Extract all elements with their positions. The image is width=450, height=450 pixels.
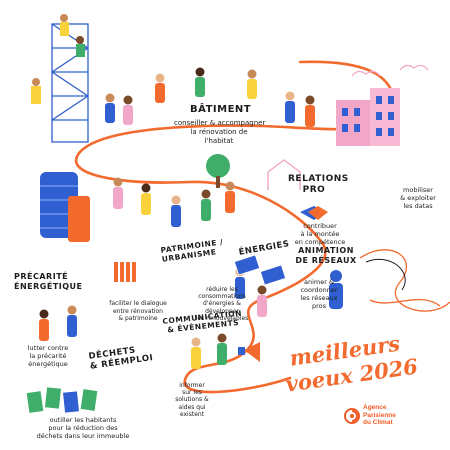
reseaux-desc-line: pros	[311, 302, 327, 310]
radiator	[114, 262, 136, 282]
brand-name-line: du Climat	[363, 419, 393, 426]
relations-desc-line: en compétence	[294, 238, 346, 246]
people-figures	[39, 67, 343, 369]
batiment-desc-line: la rénovation de	[190, 128, 248, 136]
reseaux-description: animer & coordonner les réseaux pros	[296, 278, 342, 310]
dechets-description: outiller les habitants pour la réduction…	[28, 416, 138, 440]
mobiliser-description: mobiliser & exploiter les datas	[392, 186, 444, 210]
precarite-desc-line: lutter contre	[27, 344, 69, 352]
mobiliser-desc-line: les datas	[403, 202, 433, 210]
megaphone-icon	[238, 342, 260, 362]
communication-desc-line: sur les	[182, 389, 202, 397]
relations-title-line: PRO	[302, 185, 326, 195]
relations-desc-line: à la montée	[300, 230, 340, 238]
relations-title-line: RELATIONS	[288, 174, 349, 184]
solar-panels	[233, 254, 287, 286]
energies-desc-line: les renouvelables	[195, 314, 249, 322]
patrimoine-desc-line: entre rénovation	[112, 307, 163, 315]
batiment-description: conseiller & accompagner la rénovation d…	[174, 119, 266, 146]
recycling-bins	[26, 387, 98, 413]
relations-pro-description: contribuer à la montée en compétence	[292, 222, 348, 246]
energies-description: réduire les consommations d'énergies & d…	[192, 286, 252, 322]
batiment-desc-line: conseiller & accompagner	[174, 119, 266, 127]
communication-description: informer sur les solutions & aides qui e…	[172, 382, 212, 418]
dechets-desc-line: déchets dans leur immeuble	[36, 432, 130, 440]
dechets-desc-line: outiller les habitants	[49, 416, 117, 424]
pink-building	[336, 88, 400, 146]
brand-name-line: Parisienne	[363, 411, 396, 419]
brand-name: Agence Parisienne du Climat	[363, 404, 396, 427]
patrimoine-description: faciliter le dialogue entre rénovation &…	[104, 300, 172, 323]
relations-pro-title: RELATIONS PRO	[288, 174, 349, 196]
reseaux-desc-line: les réseaux	[300, 294, 338, 302]
precarite-description: lutter contre la précarité énergétique	[18, 344, 78, 368]
communication-desc-line: existent	[179, 410, 205, 418]
energies-desc-line: consommations	[198, 293, 246, 301]
communication-desc-line: aides qui	[178, 403, 206, 411]
precarite-title: PRÉCARITÉ ÉNERGÉTIQUE	[14, 272, 83, 292]
scaffold-tower	[51, 23, 89, 143]
blue-tower	[40, 172, 90, 242]
reseaux-title-line: DE RÉSEAUX	[295, 256, 357, 265]
reseaux-title: ANIMATION DE RÉSEAUX	[294, 246, 358, 266]
energies-desc-line: d'énergies &	[203, 300, 241, 308]
handshake-icon	[300, 206, 328, 220]
reseaux-desc-line: animer &	[303, 278, 335, 286]
precarite-title-line: ÉNERGÉTIQUE	[14, 282, 83, 291]
mobiliser-desc-line: mobiliser	[403, 186, 433, 194]
batiment-desc-line: l'habitat	[204, 137, 234, 145]
precarite-desc-line: la précarité	[29, 352, 67, 360]
patrimoine-desc-line: & patrimoine	[118, 315, 158, 322]
mobiliser-desc-line: & exploiter	[400, 194, 436, 202]
energies-desc-line: développer	[205, 307, 239, 315]
precarite-title-line: PRÉCARITÉ	[14, 272, 69, 281]
precarite-desc-line: énergétique	[28, 360, 68, 368]
batiment-title: BÂTIMENT	[190, 104, 252, 115]
dechets-desc-line: pour la réduction des	[48, 424, 118, 432]
communication-desc-line: solutions &	[175, 396, 209, 404]
energies-desc-line: réduire les	[206, 286, 238, 293]
patrimoine-desc-line: faciliter le dialogue	[109, 300, 167, 307]
relations-desc-line: contribuer	[303, 222, 337, 230]
reseaux-title-line: ANIMATION	[298, 246, 354, 255]
brand-name-line: Agence	[363, 404, 387, 411]
reseaux-desc-line: coordonner	[300, 286, 338, 294]
apc-swirl-icon	[344, 408, 360, 424]
communication-desc-line: informer	[179, 382, 205, 389]
